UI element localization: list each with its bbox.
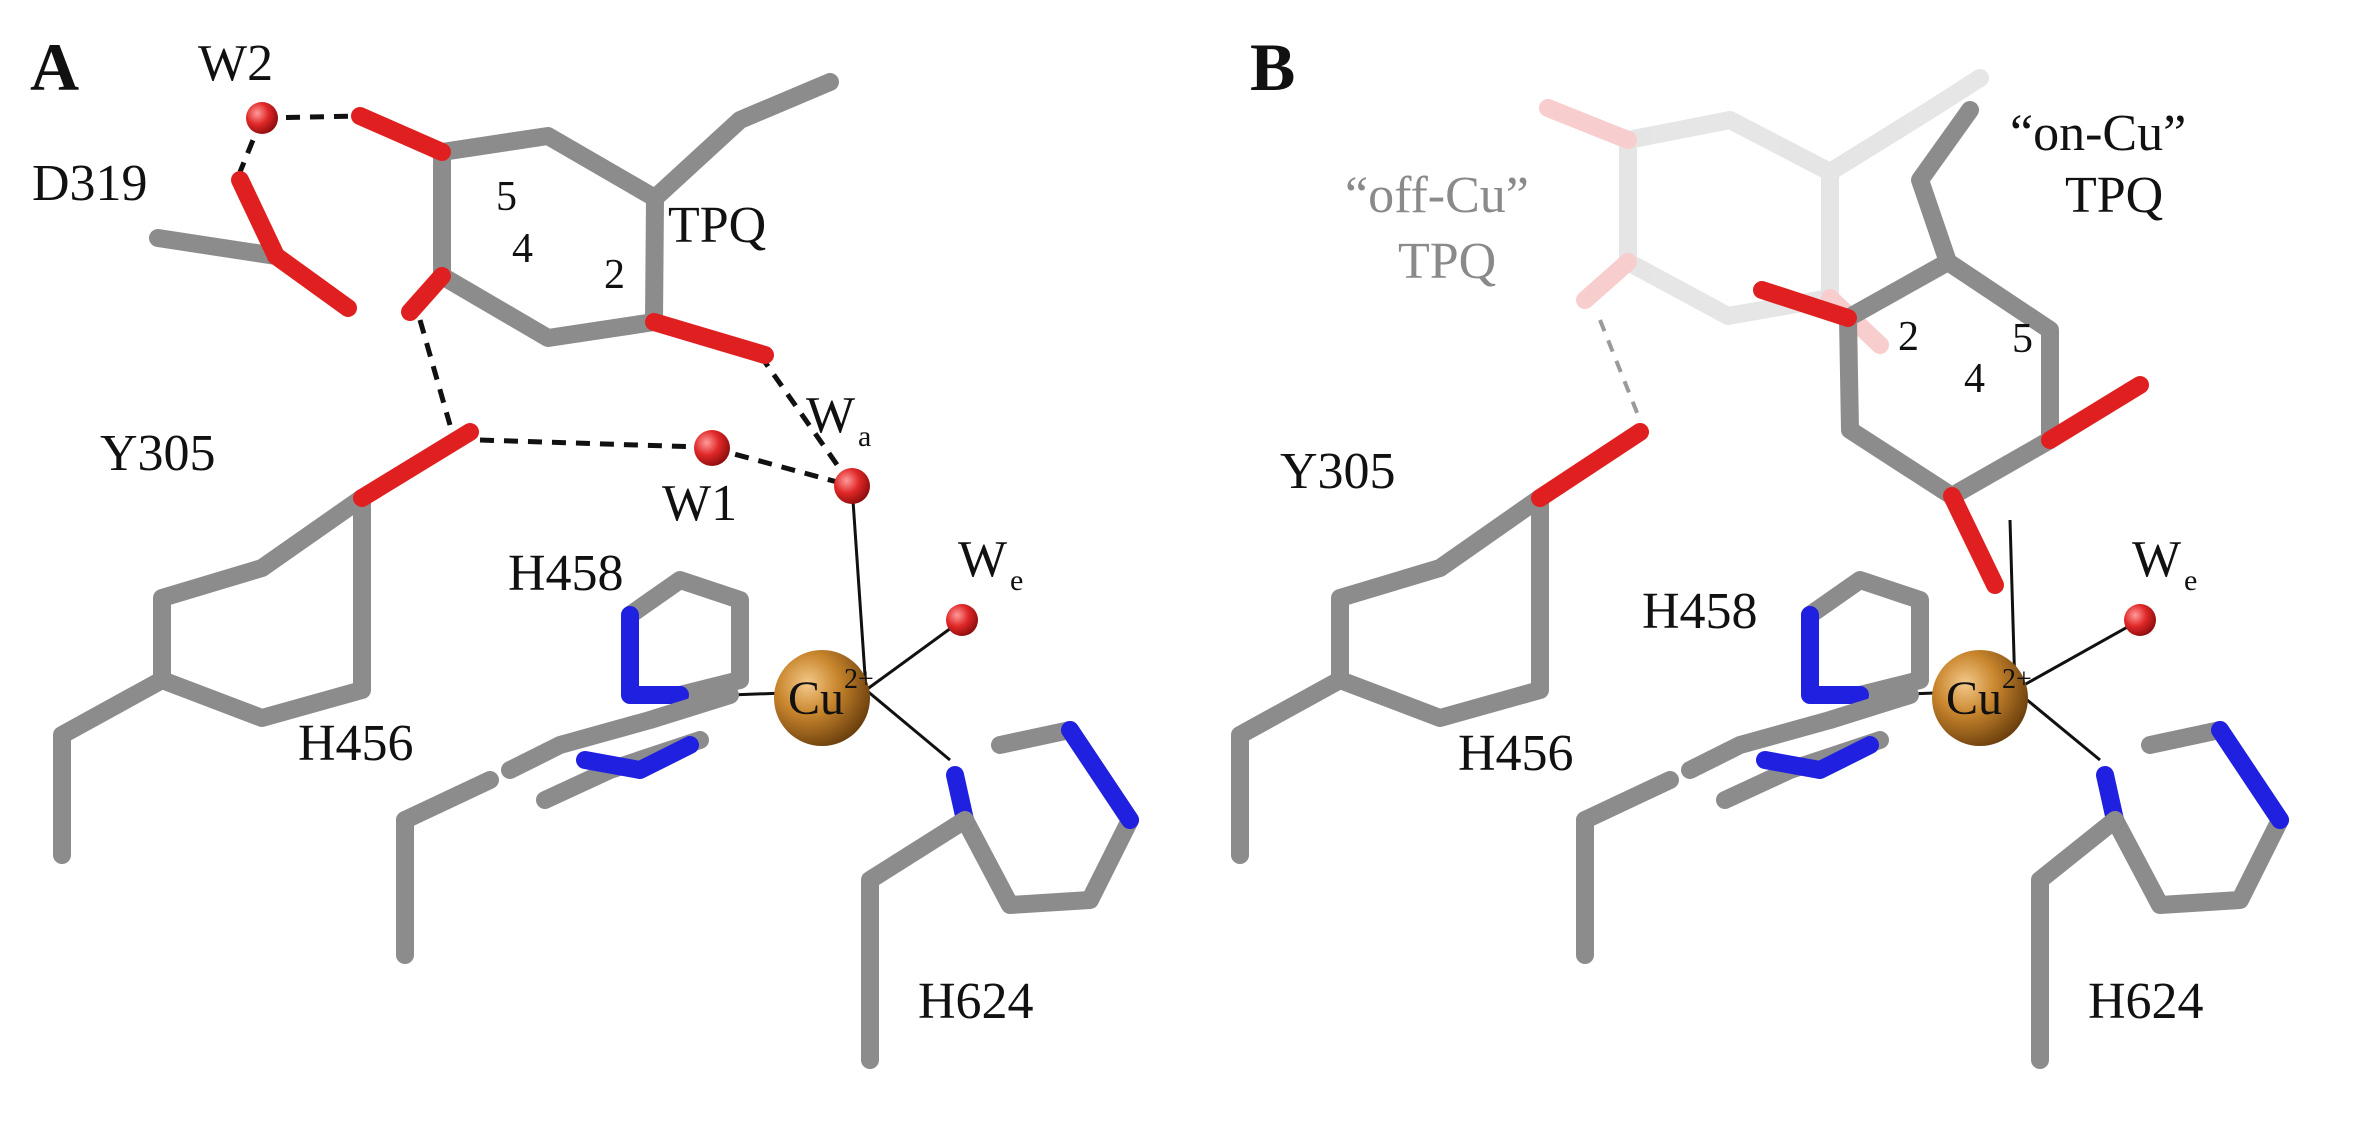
- panel-a-label-h456: H456: [298, 715, 414, 772]
- panel-a-label-we: W: [958, 531, 1007, 588]
- panel-a-d319: [149, 171, 357, 317]
- panel-a-label-y305: Y305: [100, 425, 216, 482]
- panel-a-copper-ion: [774, 650, 870, 746]
- panel-a-ring-label-4: 4: [512, 226, 533, 272]
- panel-b-letter: B: [1250, 29, 1295, 105]
- panel-a: A W2 D319 TPQ 5 4 2 Y305 W1 W a W e H458…: [30, 29, 1139, 1069]
- panel-b-label-h624: H624: [2088, 973, 2204, 1030]
- panel-b-water-we: [2124, 604, 2156, 636]
- panel-a-label-h624: H624: [918, 973, 1034, 1030]
- panel-b-label-cu: Cu: [1946, 672, 2002, 725]
- panel-a-label-we-subscript: e: [1010, 564, 1023, 597]
- panel-a-water-w1: [694, 430, 730, 466]
- panel-a-label-d319: D319: [32, 155, 148, 212]
- panel-a-label-w2: W2: [198, 35, 273, 92]
- panel-b-off-cu-tpq: [1539, 69, 1989, 354]
- panel-a-label-wa-subscript: a: [858, 420, 871, 453]
- panel-b-label-cu-charge: 2+: [2002, 664, 2032, 695]
- panel-b-on-cu-tpq: [1753, 101, 2149, 594]
- panel-a-letter: A: [30, 29, 79, 105]
- panel-a-ring-label-5: 5: [496, 174, 517, 220]
- panel-a-hydrogen-bonds: [237, 113, 855, 489]
- panel-b-label-off-cu-line1: “off-Cu”: [1345, 167, 1529, 224]
- panel-a-y305: [53, 423, 479, 864]
- panel-b-label-we-subscript: e: [2184, 564, 2197, 597]
- panel-a-water-w2: [246, 102, 278, 134]
- panel-b-label-on-cu-line2: TPQ: [2065, 167, 2163, 224]
- panel-a-label-h458: H458: [508, 545, 624, 602]
- panel-b-ring-label-5: 5: [2012, 316, 2033, 362]
- panel-b-label-on-cu-line1: “on-Cu”: [2010, 105, 2186, 162]
- panel-a-ring-label-2: 2: [604, 252, 625, 298]
- panel-b-label-h458: H458: [1642, 583, 1758, 640]
- panel-b-ring-label-4: 4: [1964, 356, 1985, 402]
- panel-b-y305: [1231, 423, 1649, 864]
- panel-b-label-we: W: [2132, 531, 2181, 588]
- panel-a-histidines: [396, 571, 1139, 1069]
- panel-b-label-y305: Y305: [1280, 443, 1396, 500]
- panel-b: B “on-Cu” TPQ “off-Cu” TPQ 2 4 5 Y305 W …: [1231, 29, 2289, 1069]
- panel-b-copper-ion: [1932, 650, 2028, 746]
- panel-b-label-h456: H456: [1458, 725, 1574, 782]
- panel-a-label-wa: W: [806, 387, 855, 444]
- panel-b-ring-label-2: 2: [1898, 314, 1919, 360]
- panel-a-label-w1: W1: [662, 475, 737, 532]
- panel-b-label-off-cu-line2: TPQ: [1398, 233, 1496, 290]
- panel-a-label-cu-charge: 2+: [844, 664, 874, 695]
- panel-a-label-tpq: TPQ: [668, 197, 766, 254]
- panel-b-hydrogen-bond: [1598, 319, 1642, 421]
- panel-a-label-cu: Cu: [788, 672, 844, 725]
- panel-a-water-wa: [834, 468, 870, 504]
- panel-a-tpq-oxygen: [351, 107, 774, 364]
- panel-b-histidines: [1576, 571, 2289, 1069]
- panel-a-water-we: [946, 604, 978, 636]
